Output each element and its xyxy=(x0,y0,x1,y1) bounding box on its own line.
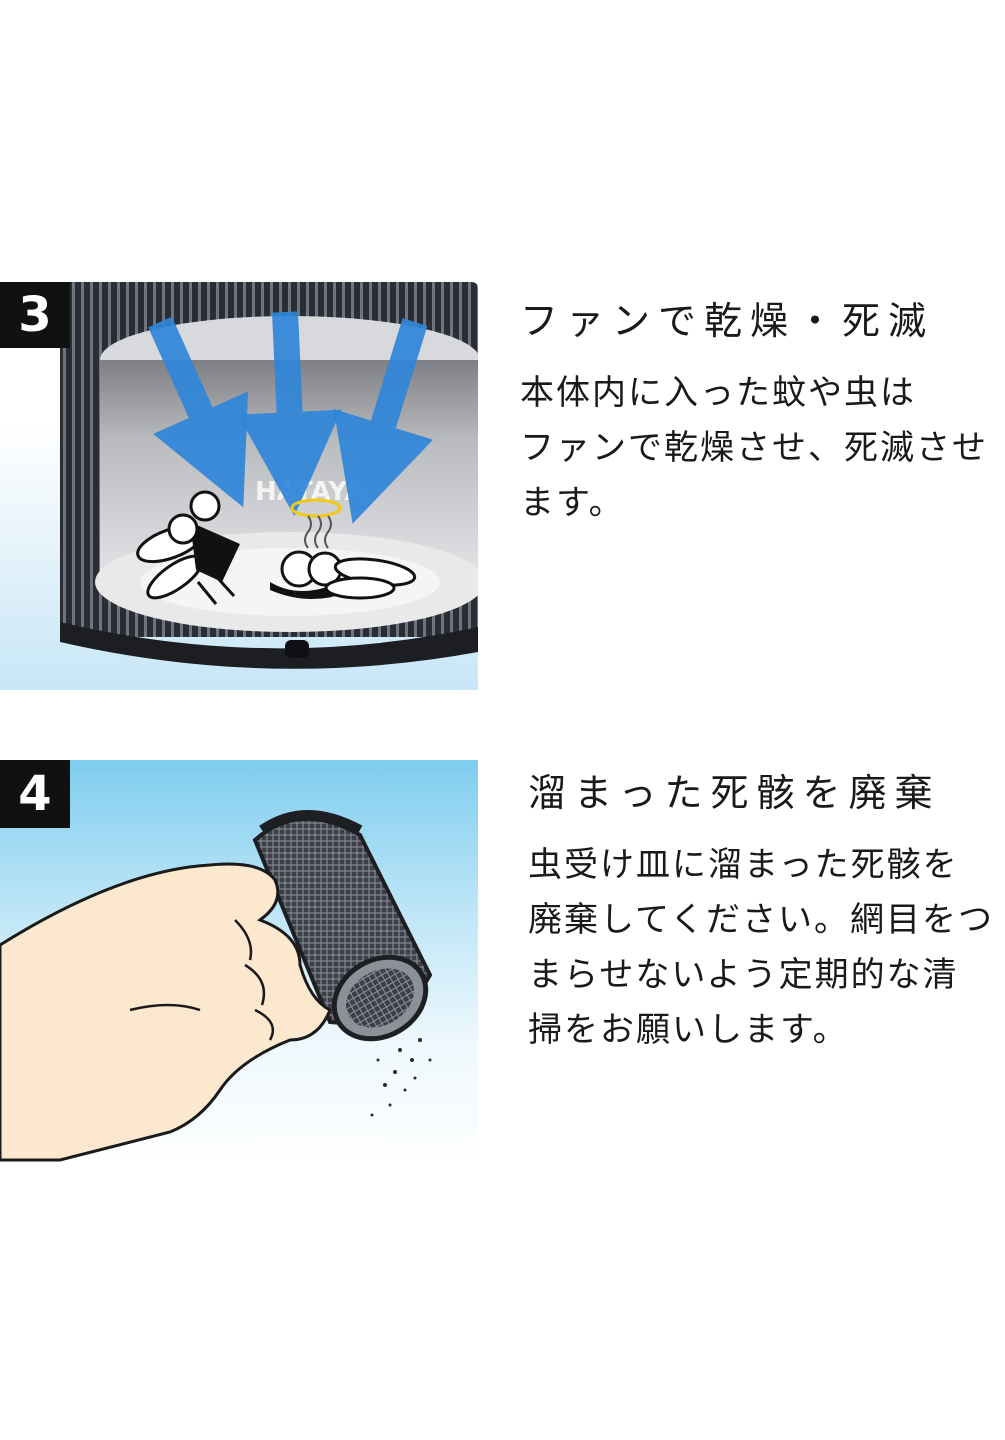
description-line: 廃棄してください。網目をつ xyxy=(528,900,994,940)
description-line: ファンで乾燥させ、死滅させ xyxy=(520,428,988,468)
insect-tray-icon xyxy=(252,810,433,1042)
step-title: ファンで乾燥・死滅 xyxy=(520,299,935,343)
description-line: 掃をお願いします。 xyxy=(528,1010,849,1050)
step-description: 虫受け皿に溜まった死骸を 廃棄してください。網目をつ まらせないよう定期的な清 … xyxy=(528,838,1004,1058)
trap-interior-drawing: HATAYA xyxy=(60,282,478,669)
hand-holding-tray-drawing xyxy=(0,810,433,1162)
step-3-section: HATAYA xyxy=(0,282,1005,690)
step-title: 溜まった死骸を廃棄 xyxy=(528,771,941,815)
step-description: 本体内に入った蚊や虫は ファンで乾燥させ、死滅させ ます。 xyxy=(520,366,1000,531)
debris-particles xyxy=(370,1038,432,1117)
halo-icon xyxy=(290,498,342,518)
fan-drying-illustration: HATAYA xyxy=(0,282,478,690)
disposal-illustration: 4 xyxy=(0,760,478,1166)
step-3-text: ファンで乾燥・死滅 本体内に入った蚊や虫は ファンで乾燥させ、死滅させ ます。 xyxy=(520,296,1000,531)
step-number-badge: 3 xyxy=(0,282,70,348)
mosquito-icon xyxy=(270,550,417,600)
step-4-text: 溜まった死骸を廃棄 虫受け皿に溜まった死骸を 廃棄してください。網目をつ まらせ… xyxy=(528,768,1004,1058)
description-line: ます。 xyxy=(520,483,625,523)
hand-icon xyxy=(0,862,332,1162)
airflow-arrows xyxy=(148,311,434,524)
description-line: 本体内に入った蚊や虫は xyxy=(520,373,916,413)
step-4-section: 4 溜まった死骸を廃棄 虫受け皿に溜まった死骸を 廃棄してください。網目をつ ま… xyxy=(0,760,1005,1166)
description-line: 虫受け皿に溜まった死骸を xyxy=(528,845,959,885)
step-number-badge: 4 xyxy=(0,760,70,828)
mosquito-icon xyxy=(136,490,240,605)
product-brand-mark: HATAYA xyxy=(255,477,365,507)
description-line: まらせないよう定期的な清 xyxy=(528,955,959,995)
